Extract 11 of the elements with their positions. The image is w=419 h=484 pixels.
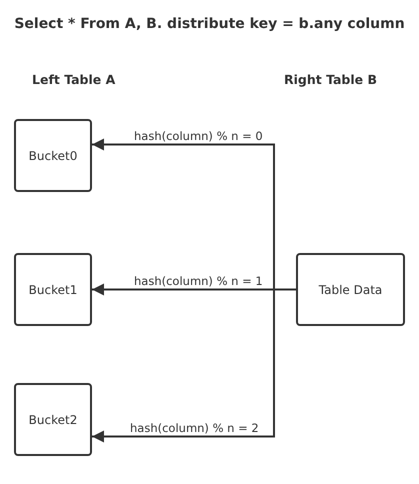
- column-heading: Left Table A: [32, 72, 116, 87]
- bucket-box: Bucket0: [14, 119, 92, 192]
- bucket-box: Bucket2: [14, 383, 92, 456]
- edge-label: hash(column) % n = 0: [133, 128, 264, 142]
- table-box: Table Data: [296, 253, 405, 326]
- edge-label: hash(column) % n = 1: [133, 274, 264, 288]
- bucket-box: Bucket1: [14, 253, 92, 326]
- arrow: [92, 288, 296, 442]
- edge-label: hash(column) % n = 2: [129, 420, 260, 434]
- column-heading: Right Table B: [284, 72, 378, 87]
- diagram-title: Select * From A, B. distribute key = b.any column: [13, 16, 406, 32]
